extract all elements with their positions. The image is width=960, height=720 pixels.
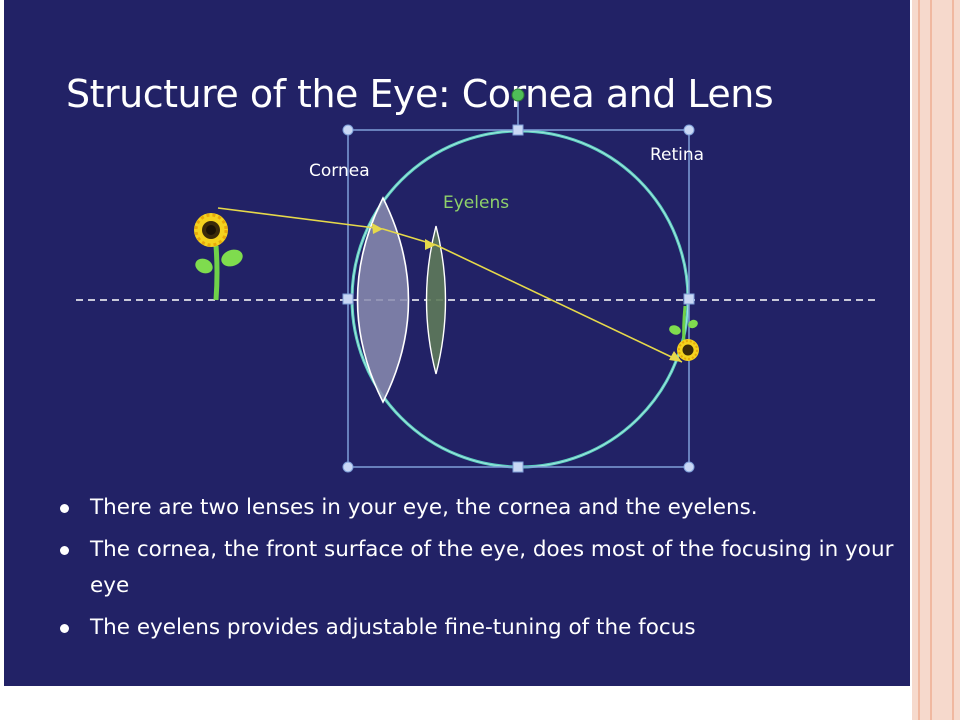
slide-bottom-gap [0, 686, 912, 720]
eyelens-label: Eyelens [443, 193, 509, 213]
bullet-dot [60, 504, 69, 513]
slide-title: Structure of the Eye: Cornea and Lens [66, 72, 774, 116]
page-border-line [952, 0, 954, 720]
page-border-line [930, 0, 932, 720]
ray-arrowhead-cornea [372, 223, 383, 234]
slide: Structure of the Eye: Cornea and Lens [4, 0, 910, 686]
eyelens [425, 225, 447, 375]
light-ray [217, 207, 683, 363]
resize-handle-left[interactable] [342, 293, 354, 305]
inverted-sunflower-icon [669, 305, 699, 361]
cornea-lens [356, 196, 410, 404]
resize-handle-top-right[interactable] [683, 124, 695, 136]
bullet-text: The eyelens provides adjustable fine-tun… [90, 615, 696, 640]
resize-handle-top[interactable] [512, 124, 524, 136]
rotation-handle[interactable] [511, 88, 525, 102]
bullet-item: The eyelens provides adjustable fine-tun… [54, 610, 894, 646]
bullet-item: There are two lenses in your eye, the co… [54, 490, 894, 526]
resize-handle-right[interactable] [683, 293, 695, 305]
resize-handle-bottom-left[interactable] [342, 461, 354, 473]
bullet-dot [60, 546, 69, 555]
sunflower-icon [194, 213, 243, 301]
eye-diagram: Cornea Eyelens Retina [76, 88, 876, 473]
page-border-line [918, 0, 920, 720]
ray-arrowhead-lens [425, 239, 436, 250]
bullet-item: The cornea, the front surface of the eye… [54, 532, 894, 604]
bullet-dot [60, 624, 69, 633]
retina-label: Retina [650, 145, 704, 165]
cornea-label: Cornea [309, 161, 370, 181]
resize-handle-top-left[interactable] [342, 124, 354, 136]
resize-handle-bottom-right[interactable] [683, 461, 695, 473]
bullet-text: There are two lenses in your eye, the co… [90, 495, 758, 520]
ray-arrowhead-retina [669, 351, 682, 362]
bullet-text: The cornea, the front surface of the eye… [90, 537, 894, 598]
resize-handle-bottom[interactable] [512, 461, 524, 473]
bullet-list: There are two lenses in your eye, the co… [54, 490, 894, 652]
